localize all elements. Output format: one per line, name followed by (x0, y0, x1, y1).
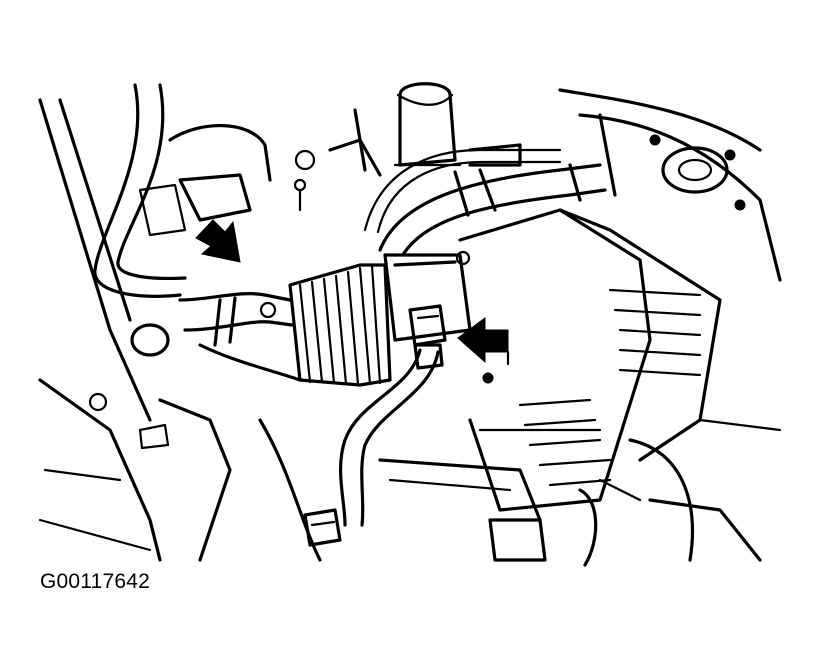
air-flow-sensor (383, 250, 472, 347)
upper-left-hose (93, 83, 187, 298)
engine-top-components (138, 108, 382, 237)
lower-left-hose (178, 292, 302, 382)
upper-pipe (363, 143, 562, 234)
left-fender-lines (38, 98, 162, 562)
strut-tower (558, 88, 782, 282)
lower-right-components (488, 418, 782, 567)
lower-clip (303, 458, 542, 547)
intake-bellows (288, 263, 392, 387)
sensor-harness (338, 343, 444, 527)
figure-id-label: G00117642 (40, 570, 151, 593)
air-cleaner-box (458, 208, 722, 512)
arrow-sensor-connector-callout (457, 317, 510, 366)
arrow-left-hose-callout (195, 219, 241, 263)
radiator-hose (378, 163, 607, 262)
